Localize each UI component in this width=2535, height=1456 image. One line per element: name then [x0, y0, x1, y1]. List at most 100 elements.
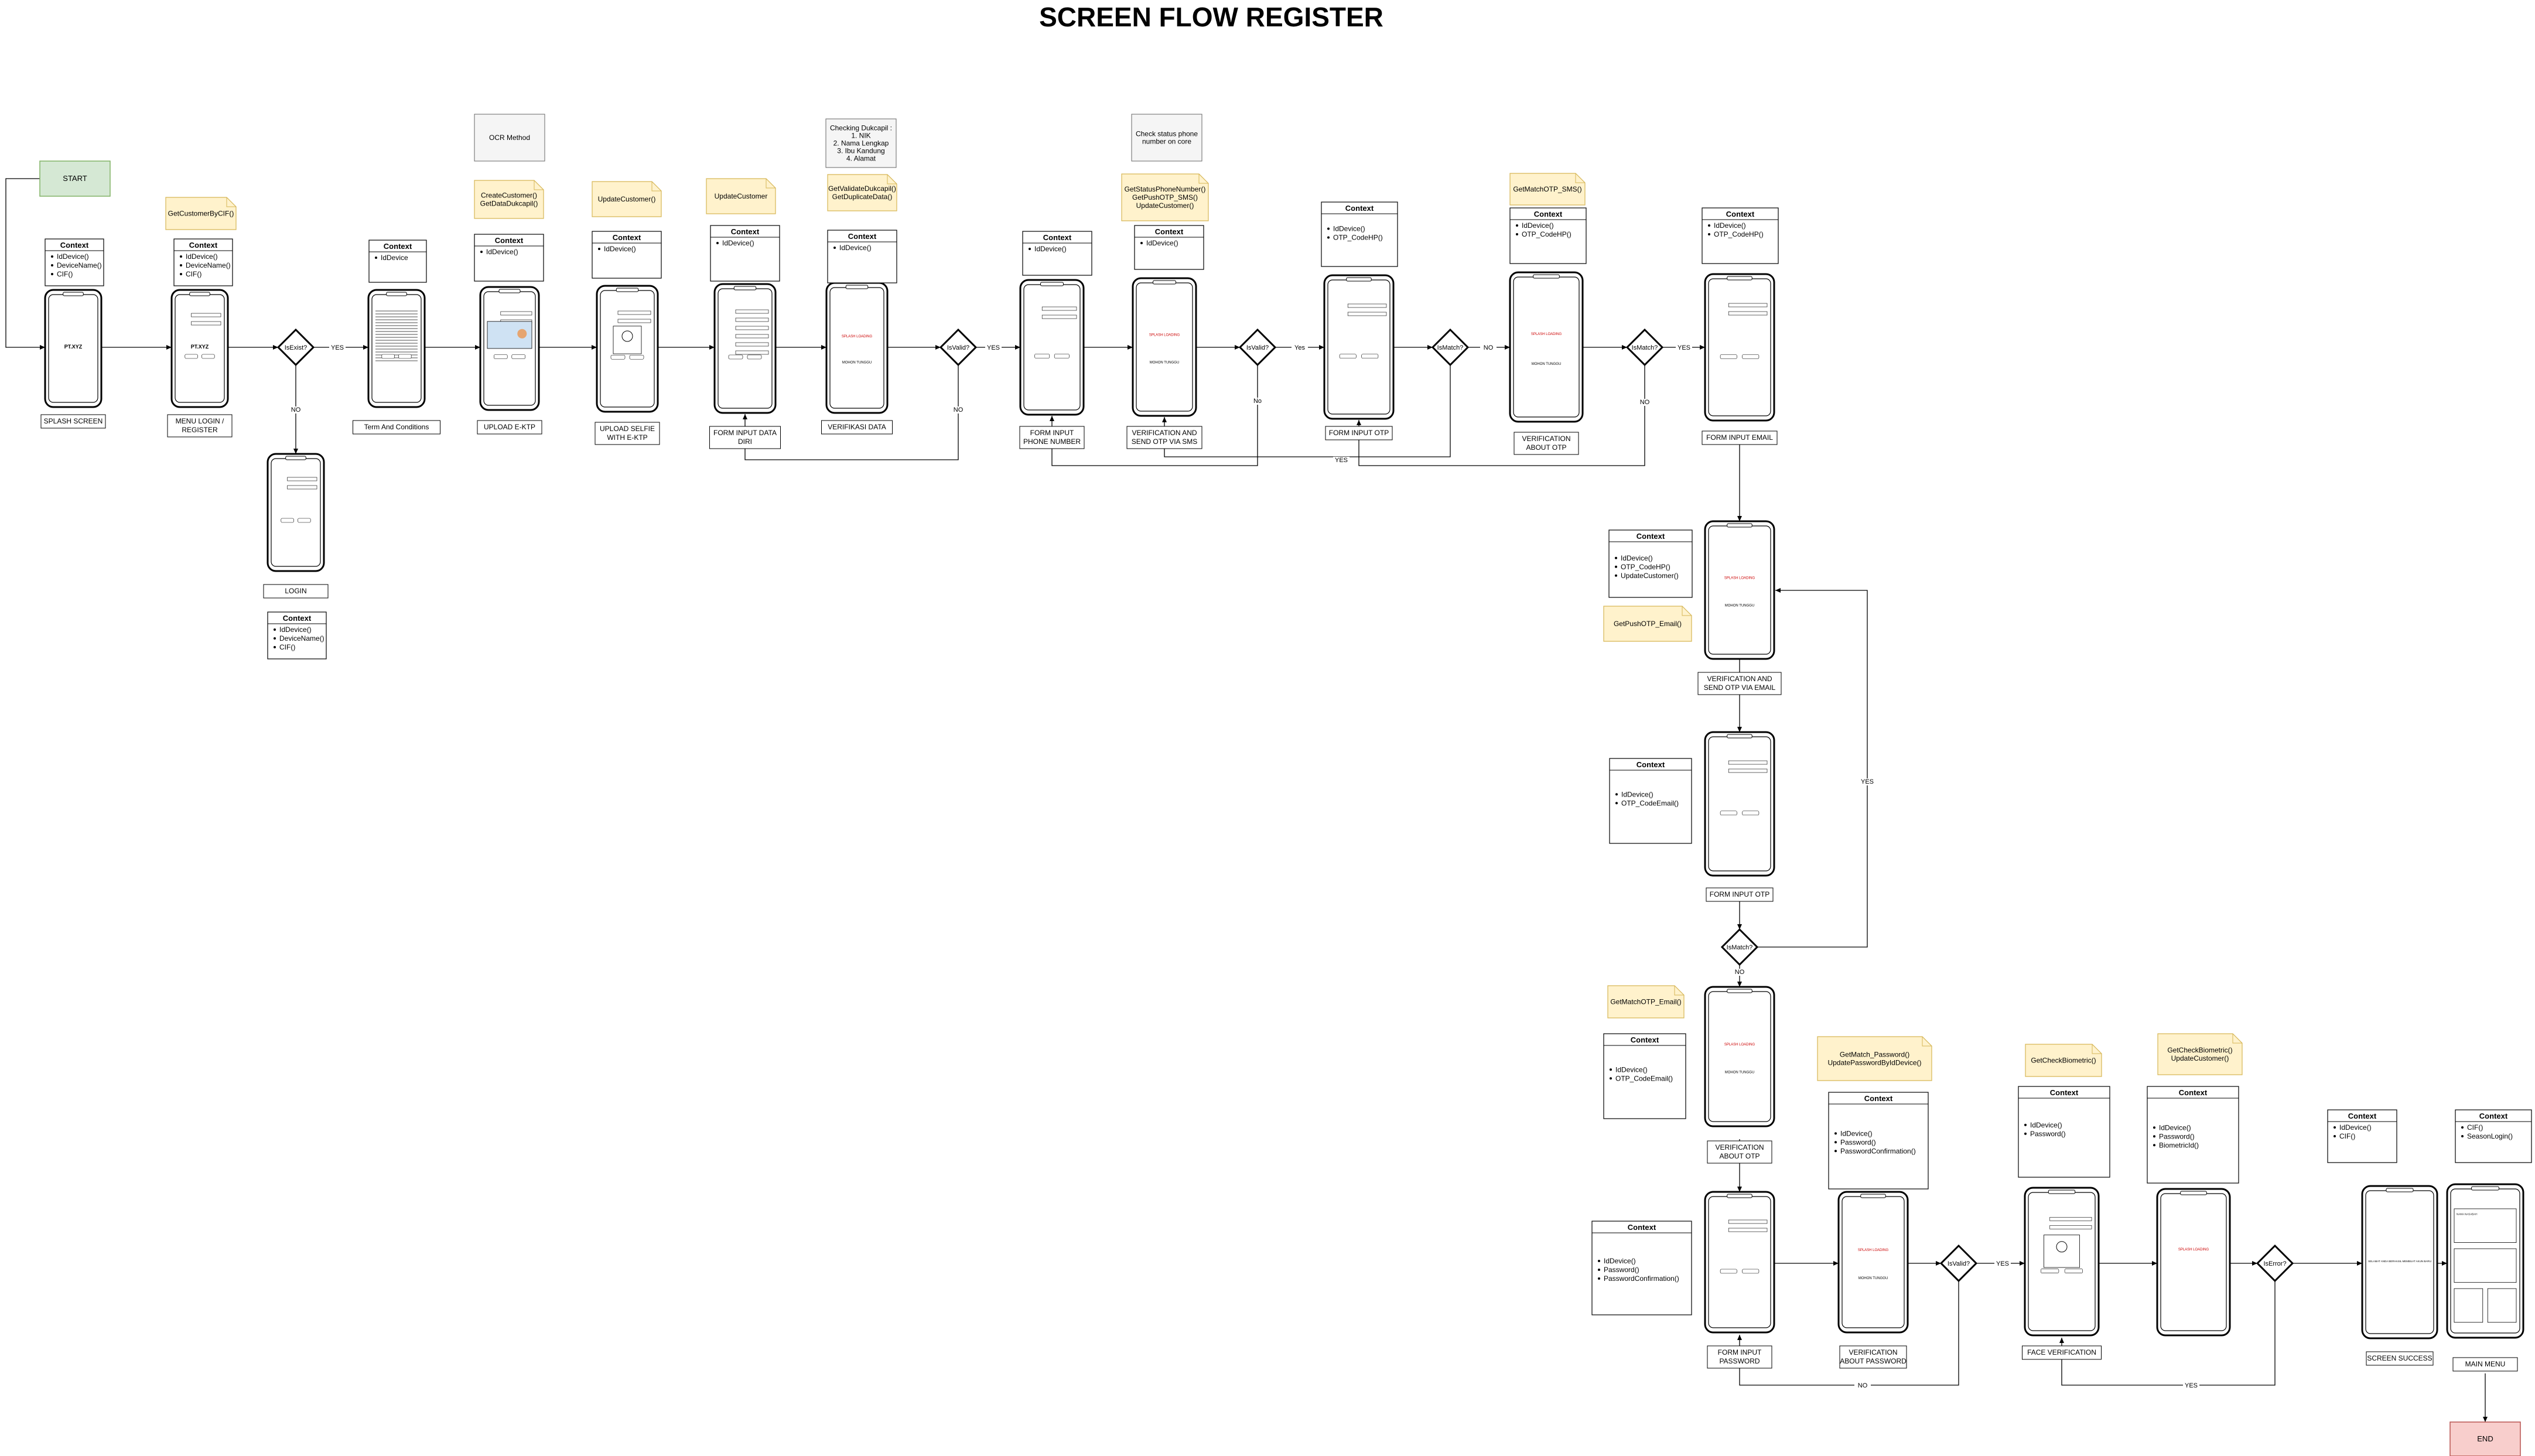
context-heading: Context	[731, 227, 760, 236]
context-item: IdDevice()	[604, 245, 636, 253]
note-sticky: GetStatusPhoneNumber()GetPushOTP_SMS()Up…	[1121, 173, 1209, 221]
bullet-icon	[2024, 1132, 2027, 1135]
context-item: OTP_CodeEmail()	[1615, 1074, 1673, 1082]
screen-brand-text: PT.XYZ	[191, 344, 209, 350]
start-terminal: START	[39, 160, 111, 197]
decision-label: IsMatch?	[1437, 344, 1464, 351]
context-frame	[2147, 1086, 2239, 1184]
screen-card	[2454, 1208, 2517, 1243]
screen-caption: SEND OTP VIA EMAIL	[1704, 683, 1776, 692]
screen-caption: VERIFICATION	[1522, 435, 1570, 443]
context-heading: Context	[283, 614, 312, 623]
bullet-icon	[1029, 248, 1031, 250]
screen-field	[735, 350, 769, 355]
note-text: GetCustomerByCIF()	[168, 210, 234, 218]
screen-field	[1728, 1228, 1768, 1232]
context-item: IdDevice()	[486, 248, 518, 256]
edge-label-bg	[985, 344, 1002, 351]
screen-wait-text: MOHON TUNGGU	[842, 361, 872, 365]
context-heading: Context	[2479, 1112, 2508, 1120]
screen-tile	[2487, 1288, 2517, 1323]
note-shape	[1603, 606, 1692, 642]
screen-field	[1728, 311, 1768, 316]
context-box: ContextIdDevice()OTP_CodeHP()UpdateCusto…	[1608, 529, 1693, 598]
note-fold	[534, 180, 544, 190]
note-sticky: GetCustomerByCIF()	[165, 197, 237, 230]
bullet-icon	[1834, 1132, 1837, 1135]
note-text: GetDataDukcapil()	[480, 200, 538, 208]
bullet-icon	[180, 255, 182, 258]
context-frame	[173, 238, 233, 286]
phone-display	[1513, 276, 1580, 418]
context-item: IdDevice()	[1621, 790, 1653, 798]
context-item: DeviceName()	[57, 261, 102, 269]
context-item: DeviceName()	[186, 261, 231, 269]
phone-notch	[2048, 1190, 2076, 1194]
bullet-icon	[1615, 565, 1617, 568]
phone-display	[1842, 1196, 1905, 1328]
screen-splash-text: SPLASH LOADING	[1724, 577, 1755, 580]
screen-caption-box	[1514, 432, 1579, 455]
screen-caption: PHONE NUMBER	[1023, 438, 1081, 446]
bullet-icon	[1834, 1141, 1837, 1144]
screen-field	[1347, 303, 1387, 308]
screen-button	[398, 354, 412, 359]
edge-label-bg	[1731, 969, 1748, 976]
screen-caption-box	[1126, 426, 1202, 449]
process-text: Checking Dukcapil :	[830, 124, 892, 132]
screen-button	[1034, 354, 1050, 358]
flow-edge	[2059, 1281, 2276, 1386]
note-text: UpdatePasswordByIdDevice()	[1827, 1059, 1921, 1067]
flow-edge	[1357, 365, 1645, 466]
edge-label-bg	[1333, 457, 1350, 464]
screen-button	[201, 354, 215, 359]
context-heading: Context	[1637, 532, 1665, 541]
edge-label-bg	[288, 406, 304, 413]
context-heading: Context	[613, 233, 641, 242]
screen-caption: FORM INPUT OTP	[1329, 429, 1389, 437]
note-text: GetPushOTP_Email()	[1614, 620, 1682, 628]
face-icon	[2056, 1241, 2068, 1253]
edge-label: YES	[1861, 778, 1874, 785]
context-item: IdDevice()	[2159, 1123, 2191, 1132]
edge-label-bg	[1994, 1260, 2011, 1267]
note-fold	[1575, 173, 1585, 183]
note-fold	[2232, 1034, 2242, 1044]
phone-screen-email: FORM INPUT EMAIL	[1702, 273, 1778, 445]
screen-caption: VERIFICATION	[1715, 1143, 1764, 1151]
context-item: Password()	[2159, 1132, 2195, 1140]
screen-button	[1742, 1269, 1760, 1274]
context-frame	[2327, 1109, 2397, 1163]
screen-field	[1728, 303, 1768, 307]
note-text: GetPushOTP_SMS()	[1132, 193, 1198, 201]
context-item: IdDevice	[381, 254, 408, 262]
process-text: Check status phone	[1136, 130, 1198, 138]
screen-splash-text: SPLASH LOADING	[1858, 1249, 1889, 1252]
note-text: UpdateCustomer	[715, 192, 768, 200]
screen-splash-text: SPLASH LOADING	[2178, 1248, 2209, 1252]
note-fold	[1682, 606, 1692, 616]
bullet-icon	[2024, 1123, 2027, 1126]
start-label: START	[63, 174, 87, 183]
context-frame	[2455, 1109, 2532, 1163]
flow-edge	[5, 178, 45, 350]
phone-display	[2160, 1193, 2227, 1331]
note-text: GetCheckBiometric()	[2031, 1057, 2096, 1065]
context-frame	[1509, 207, 1587, 264]
phone-screen-terms: Term And Conditions	[353, 289, 440, 435]
screen-caption-box	[2366, 1351, 2434, 1366]
phone-notch	[2386, 1188, 2414, 1192]
screen-caption: VERIFICATION AND	[1707, 675, 1772, 683]
bullet-icon	[274, 637, 276, 640]
context-frame	[1603, 1033, 1686, 1119]
bullet-icon	[1598, 1277, 1600, 1280]
screen-caption-box	[821, 420, 893, 435]
bullet-icon	[1327, 227, 1330, 230]
note-text: GetStatusPhoneNumber()	[1125, 185, 1206, 193]
context-frame	[710, 225, 780, 282]
